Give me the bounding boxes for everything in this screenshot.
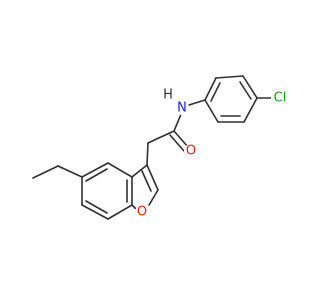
atom-carbonyl-oxygen: O <box>184 144 198 159</box>
bond-benzo-2 <box>107 162 133 178</box>
bond-methyl-ch2 <box>32 165 59 179</box>
furan-oxygen-label: O <box>137 205 147 220</box>
molecule-structure: N H O O Cl <box>32 75 289 220</box>
atom-chlorine: Cl <box>271 89 289 107</box>
bond-benzo-5-inner <box>85 200 108 214</box>
bonds <box>32 75 272 220</box>
bond-c3-c2 <box>146 164 159 191</box>
bond-aryl-3-inner <box>239 81 252 100</box>
bond-carbonyl-n <box>173 111 183 132</box>
bond-aryl-4 <box>243 97 258 123</box>
bond-o-c7a <box>131 204 137 210</box>
bond-c3-ch2 <box>146 142 149 166</box>
bond-aryl-3 <box>242 75 258 99</box>
bond-ch2-ring <box>57 165 83 178</box>
atom-nitrogen: N <box>175 101 189 116</box>
carbonyl-oxygen-label: O <box>186 144 196 159</box>
nitrogen-label: N <box>177 101 187 116</box>
bond-aryl-6 <box>204 99 219 123</box>
bond-c3a-c3 <box>131 164 148 178</box>
bond-benzo-1 <box>81 162 109 178</box>
chlorine-label: Cl <box>274 91 287 106</box>
bond-carbonyl-o <box>173 130 189 148</box>
bond-aryl-2 <box>215 75 244 79</box>
bond-n-aryl <box>188 99 206 106</box>
bond-benzo-4 <box>107 204 133 220</box>
atom-furan-oxygen: O <box>135 205 149 220</box>
bond-aryl-1 <box>204 77 217 101</box>
bond-carbonyl-o-second <box>169 134 185 152</box>
bond-aryl-1-inner <box>210 82 221 102</box>
atom-labels: N H O O Cl <box>135 88 289 220</box>
bond-benzo-5 <box>81 204 109 220</box>
bond-benzo-1-inner <box>85 168 108 182</box>
bond-c2-o <box>148 189 159 206</box>
hydrogen-label: H <box>163 88 173 103</box>
bond-c3-c2-inner <box>141 170 152 192</box>
bond-ch2-carbonyl <box>147 130 175 144</box>
atom-hydrogen: H <box>162 88 174 103</box>
